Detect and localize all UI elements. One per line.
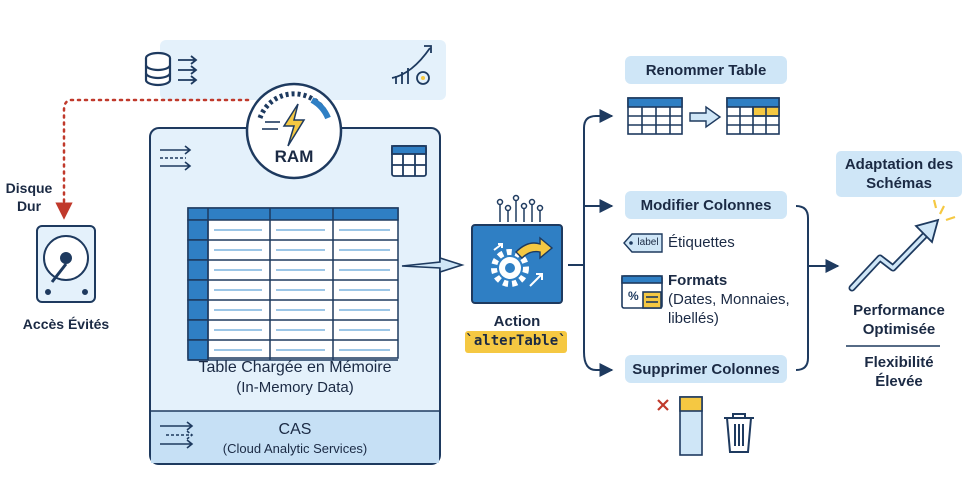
small-arrow-icon-2 — [493, 243, 503, 251]
ram-label: RAM — [274, 147, 314, 166]
delete-columns-label: Supprimer Colonnes — [632, 361, 780, 378]
rename-table-pill — [625, 56, 787, 84]
close-icon — [657, 399, 669, 411]
trend-up-icon — [848, 218, 940, 292]
speed-lines-icon — [160, 145, 192, 171]
table-row-index — [187, 339, 209, 361]
table-row-index — [187, 279, 209, 301]
table-row-index — [187, 259, 209, 281]
cas-flow-icon — [160, 421, 194, 449]
table-row-index — [187, 239, 209, 261]
performance-line2: Optimisée — [862, 321, 936, 338]
table-row-index — [187, 319, 209, 341]
sparkle-icon — [932, 199, 956, 222]
trash-icon — [724, 413, 754, 453]
rename-arrow-icon — [689, 105, 722, 129]
table-row-index — [187, 299, 209, 321]
flex-line2: Élevée — [875, 373, 923, 390]
action-code-badge — [465, 331, 567, 353]
memory-data-table — [187, 207, 399, 361]
top-banner — [160, 40, 446, 100]
adaptation-line1: Adaptation des — [844, 156, 954, 173]
hard-disk-icon — [36, 225, 96, 303]
label-tag-text: label — [637, 237, 659, 248]
formats-line2: libellés) — [668, 310, 719, 327]
table-header-row — [187, 207, 399, 221]
flow-arrows-icon — [178, 55, 198, 85]
merge-connectors — [795, 205, 840, 371]
performance-line1: Performance — [853, 302, 945, 319]
table-subtitle: (In-Memory Data) — [236, 379, 354, 396]
disk-caption: Accès Évités — [22, 316, 110, 332]
action-arrow-icon — [515, 236, 554, 260]
action-circuit-icon — [496, 194, 544, 222]
grid-table-icon — [391, 145, 427, 177]
cas-title: CAS — [278, 421, 312, 438]
panel-to-action-arrow — [401, 256, 465, 274]
label-tag-icon — [623, 233, 663, 253]
cas-band — [151, 411, 439, 463]
after-table-icon — [726, 97, 780, 135]
table-frame — [187, 207, 399, 359]
adaptation-pill — [836, 151, 962, 197]
database-icon — [144, 51, 172, 87]
small-arrow-icon — [529, 273, 543, 287]
flex-line1: Flexibilité — [864, 354, 934, 371]
branch-connectors — [568, 109, 614, 377]
table-title: Table Chargée en Mémoire — [198, 359, 392, 376]
disk-title-line1: Disque — [5, 180, 53, 196]
disk-title-line2: Dur — [16, 198, 42, 214]
delete-columns-pill — [625, 355, 787, 383]
formats-title: Formats — [668, 272, 728, 289]
gear-icon — [491, 249, 529, 287]
action-title: Action — [493, 313, 541, 330]
formats-line1: (Dates, Monnaies, — [668, 291, 790, 308]
rename-table-label: Renommer Table — [645, 62, 767, 79]
table-row-index — [187, 219, 209, 241]
labels-item: Étiquettes — [668, 234, 735, 251]
action-code: `alterTable` — [465, 333, 567, 349]
growth-gear-icon — [391, 45, 432, 85]
format-window-icon: % — [621, 275, 663, 309]
ram-gauge-icon — [245, 82, 343, 180]
modify-columns-label: Modifier Colonnes — [640, 197, 772, 214]
column-icon — [679, 396, 703, 456]
adaptation-line2: Schémas — [866, 175, 932, 192]
before-table-icon — [627, 97, 683, 135]
svg-text:%: % — [628, 289, 639, 303]
cas-subtitle: (Cloud Analytic Services) — [222, 441, 368, 456]
avoided-disk-access-arrow — [55, 98, 250, 220]
modify-columns-pill — [625, 191, 787, 219]
